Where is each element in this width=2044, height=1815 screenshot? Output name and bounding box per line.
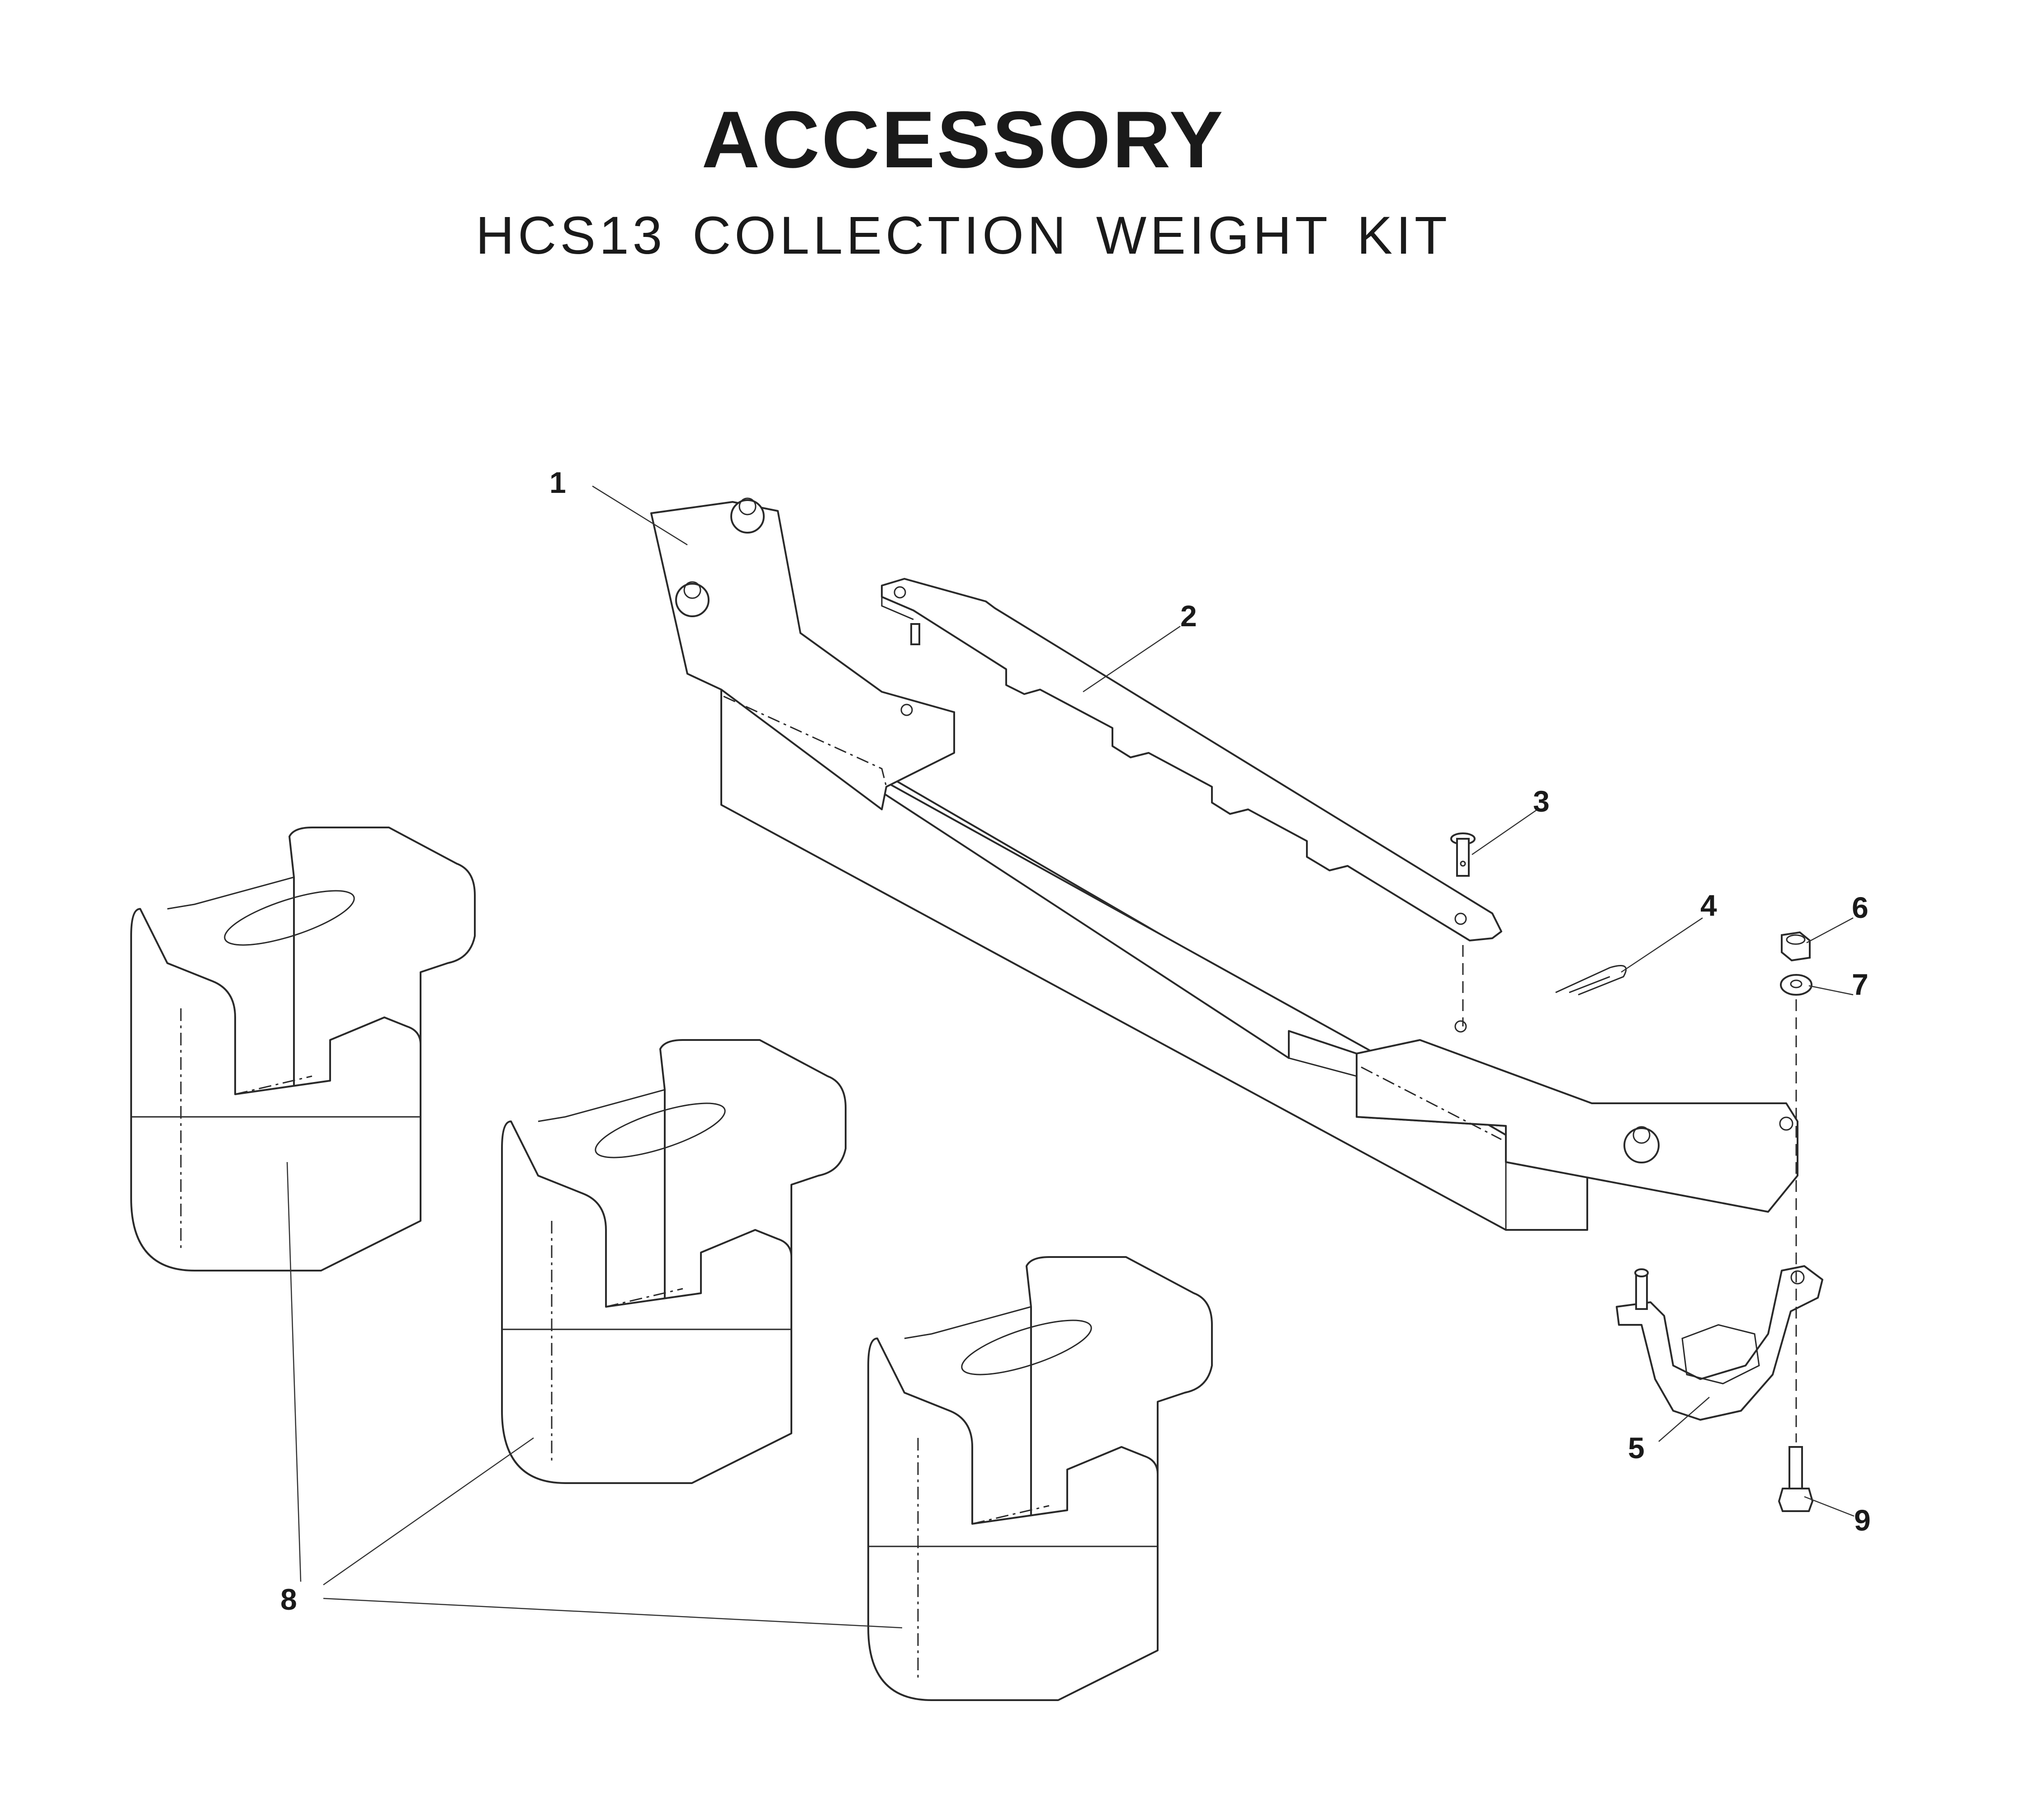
bracket-right-plate [1356,1039,1798,1213]
nut-top [1786,934,1806,945]
bracket-inner-edge [1288,1057,1358,1117]
bracket-bolt-lower-head [683,581,701,599]
slotted-bar-hole-left [894,586,906,599]
slotted-bar-body [881,578,1502,941]
bracket-hole-left [900,704,913,716]
leader-5 [1658,1397,1710,1442]
weight-bracket-part-1 [650,497,1798,1231]
nut-hex [1781,931,1811,962]
bracket-bolt-upper [730,499,765,534]
bolt-shank [1788,1446,1803,1489]
weight-2-front-face [501,1120,792,1484]
leader-9 [1804,1496,1855,1517]
slotted-bar-part-2 [881,578,1502,941]
weight-2-top-edge [538,1089,665,1122]
weight-3-top-edge [904,1306,1031,1339]
bracket-left-plate [650,501,955,810]
weight-3-front-face [867,1338,1159,1701]
leader-3 [1471,808,1538,856]
callout-1: 1 [549,466,566,499]
suitcase-weight-3 [867,1256,1213,1701]
weight-3-handle-bar [961,1319,1092,1375]
suitcase-weight-2 [501,1039,847,1484]
weight-1-top-edge [167,876,294,910]
nut-part-6 [1781,931,1811,962]
callout-8: 8 [280,1583,297,1616]
bracket-hole-center [1454,1020,1467,1033]
hairpin-clip-shape [1555,965,1627,996]
bracket-bolt-right-head [1632,1126,1651,1144]
bracket-bolt-upper-head [738,497,757,515]
callout-3: 3 [1533,785,1550,818]
washer-part-7 [1780,974,1812,996]
page-title: ACCESSORY [701,95,1225,184]
hairpin-clip-part-4 [1555,965,1627,996]
bolt-part-9 [1778,1446,1814,1512]
clevis-pin-shank [1456,838,1470,877]
bracket-hole-right [1779,1116,1793,1131]
leader-8c [323,1598,903,1629]
callout-5: 5 [1628,1431,1645,1465]
callout-6: 6 [1852,891,1869,924]
callout-2: 2 [1180,599,1197,633]
retainer-bracket-body [1616,1265,1823,1421]
clevis-pin-hole [1460,860,1466,867]
bracket-bolt-lower [675,583,710,617]
retainer-stud [1635,1272,1648,1310]
washer-outer [1780,974,1812,996]
callout-7: 7 [1852,968,1869,1001]
retainer-hole [1790,1270,1805,1285]
leader-8a [286,1162,302,1582]
slotted-bar-edge [881,597,914,620]
bracket-hidden-edge-b [1361,1066,1502,1140]
slotted-bar-hole-right [1454,912,1467,925]
suitcase-weight-1 [130,827,476,1271]
retainer-bracket-part-5 [1616,1265,1823,1421]
retainer-stud-top [1634,1268,1649,1277]
leader-1 [592,485,688,546]
callout-4: 4 [1700,889,1717,922]
leader-4 [1621,917,1703,973]
leader-7 [1808,985,1854,996]
slotted-bar-stud [910,623,920,645]
clevis-pin-part-3 [1450,832,1476,877]
leader-2 [1083,625,1181,693]
weight-1-front-face [130,908,421,1271]
bolt-head [1778,1488,1814,1512]
leader-8b [323,1437,534,1586]
bracket-bolt-right [1623,1127,1660,1163]
weight-2-handle-bar [595,1102,726,1158]
leader-6 [1806,917,1854,944]
retainer-bracket-recess [1681,1324,1760,1385]
callout-9: 9 [1854,1503,1871,1537]
weight-1-handle-bar [224,890,355,946]
page-subtitle: HCS13 COLLECTION WEIGHT KIT [475,206,1451,265]
bracket-hidden-edge-a [723,695,887,787]
washer-inner [1790,979,1803,988]
